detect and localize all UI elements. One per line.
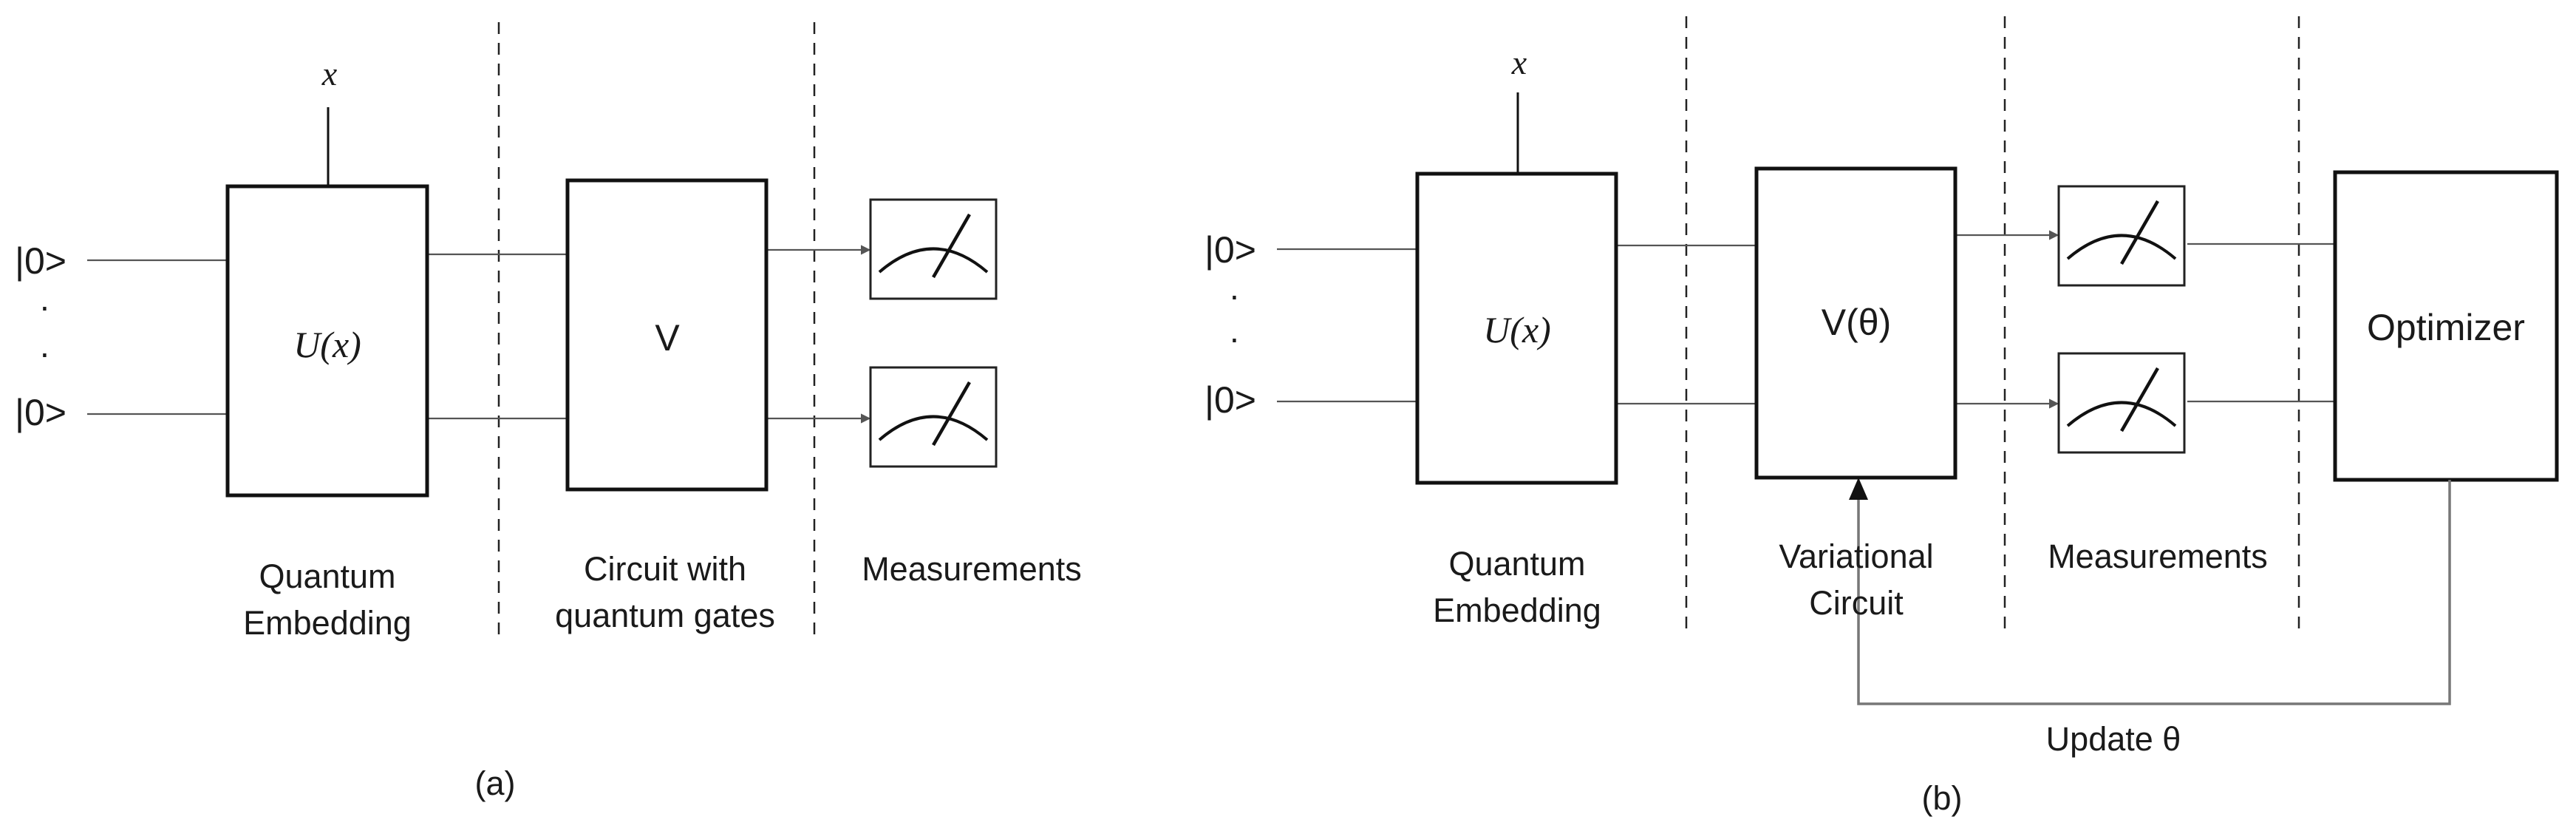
circuit-label-a-2: quantum gates	[555, 597, 775, 634]
embedding-label-b-2: Embedding	[1433, 591, 1601, 629]
caption-a: (a)	[475, 764, 516, 802]
meter-a-bottom	[869, 366, 998, 468]
qubit-a-top: |0>	[15, 240, 67, 282]
variational-box-b	[1754, 166, 1957, 480]
circuit-box-a-label: V	[655, 317, 680, 359]
embedding-box-a	[225, 184, 429, 498]
caption-b: (b)	[1922, 779, 1963, 817]
embedding-box-b	[1415, 172, 1618, 485]
ellipsis-b-2: .	[1230, 311, 1239, 350]
ellipsis-b-1: .	[1230, 268, 1239, 307]
qubit-b-top: |0>	[1204, 229, 1256, 271]
ellipsis-a-1: .	[40, 279, 50, 318]
panel-b: x U(x) V(θ) Optimizer Update θ |0> |0> .…	[1204, 16, 2559, 817]
measurements-label-b: Measurements	[2048, 537, 2268, 575]
input-label-a: x	[321, 55, 338, 92]
meter-b-top	[2057, 185, 2186, 287]
embedding-label-a-2: Embedding	[243, 604, 412, 642]
meter-b-bottom	[2057, 352, 2186, 454]
input-label-b: x	[1511, 44, 1527, 81]
circuit-box-a	[565, 178, 769, 492]
embedding-box-a-label: U(x)	[293, 324, 361, 365]
variational-box-b-label: V(θ)	[1822, 302, 1891, 343]
panel-a: x U(x) V |0> |0> . . Quantum Embedding C…	[15, 22, 1082, 802]
optimizer-box-b	[2333, 170, 2559, 482]
embedding-label-b-1: Quantum	[1448, 545, 1585, 583]
embedding-box-b-label: U(x)	[1483, 309, 1551, 350]
feedback-label-b: Update θ	[2046, 720, 2181, 758]
variational-label-b-2: Circuit	[1809, 584, 1904, 622]
feedback-arrowhead	[1849, 478, 1868, 500]
qubit-a-bottom: |0>	[15, 392, 67, 433]
meter-a-top	[869, 198, 998, 300]
optimizer-box-b-label: Optimizer	[2367, 307, 2525, 348]
circuit-label-a-1: Circuit with	[584, 550, 746, 588]
measurements-label-a: Measurements	[862, 550, 1082, 588]
variational-label-b-1: Variational	[1779, 537, 1933, 575]
feedback-loop	[1857, 480, 2451, 705]
embedding-label-a-1: Quantum	[259, 557, 395, 595]
qubit-b-bottom: |0>	[1204, 379, 1256, 421]
ellipsis-a-2: .	[40, 326, 50, 364]
